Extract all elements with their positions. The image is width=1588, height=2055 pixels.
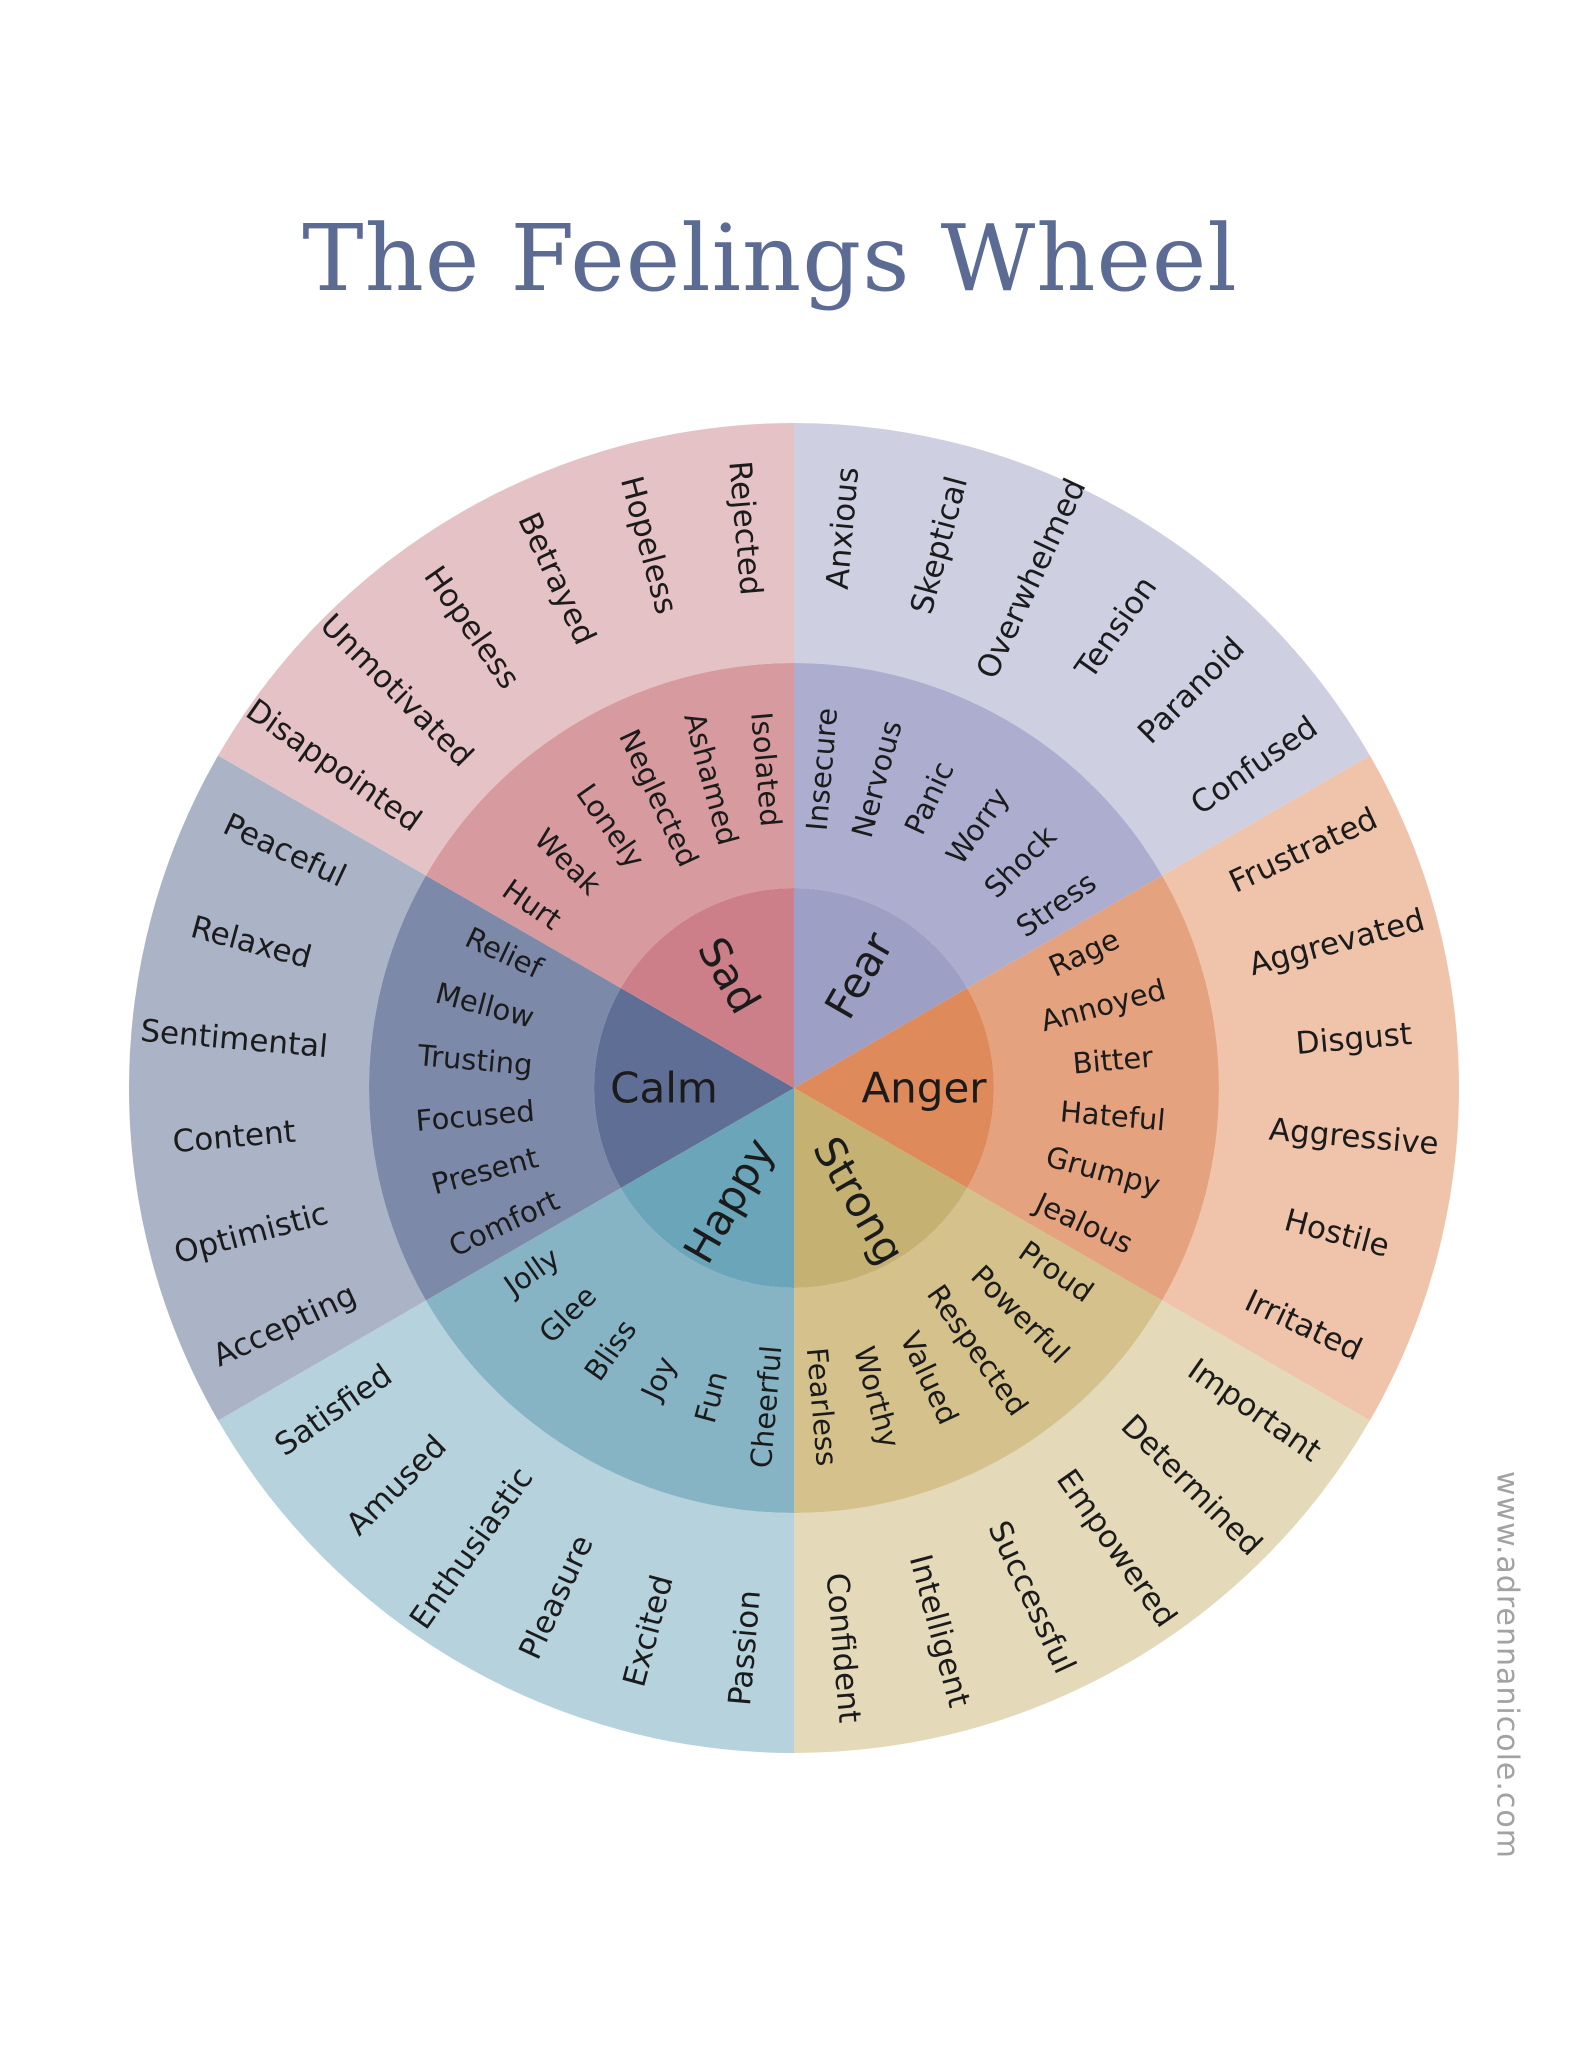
middle-label-bitter: Bitter [1071, 1040, 1154, 1081]
page-title: The Feelings Wheel [302, 205, 1238, 312]
middle-ring-sad [425, 663, 794, 988]
outer-ring-happy [218, 1300, 794, 1753]
outer-ring-anger [1162, 755, 1459, 1421]
middle-ring-anger [967, 875, 1219, 1301]
website-credit: www.adrennanicole.com [1489, 1471, 1525, 1859]
outer-ring-strong [794, 1300, 1370, 1753]
middle-ring-calm [369, 875, 621, 1301]
middle-ring-fear [794, 663, 1163, 988]
outer-ring-sad [218, 423, 794, 876]
middle-ring-strong [794, 1188, 1163, 1513]
outer-ring-fear [794, 423, 1370, 876]
core-label-calm: Calm [610, 1064, 718, 1113]
middle-ring-happy [425, 1188, 794, 1513]
core-fear [794, 888, 968, 1088]
outer-ring-calm [129, 755, 426, 1421]
core-label-anger: Anger [861, 1064, 987, 1113]
core-sad [620, 888, 794, 1088]
wheel-rings [129, 423, 1459, 1753]
core-calm [594, 988, 794, 1188]
core-strong [794, 1088, 968, 1288]
core-happy [620, 1088, 794, 1288]
core-anger [794, 988, 994, 1188]
